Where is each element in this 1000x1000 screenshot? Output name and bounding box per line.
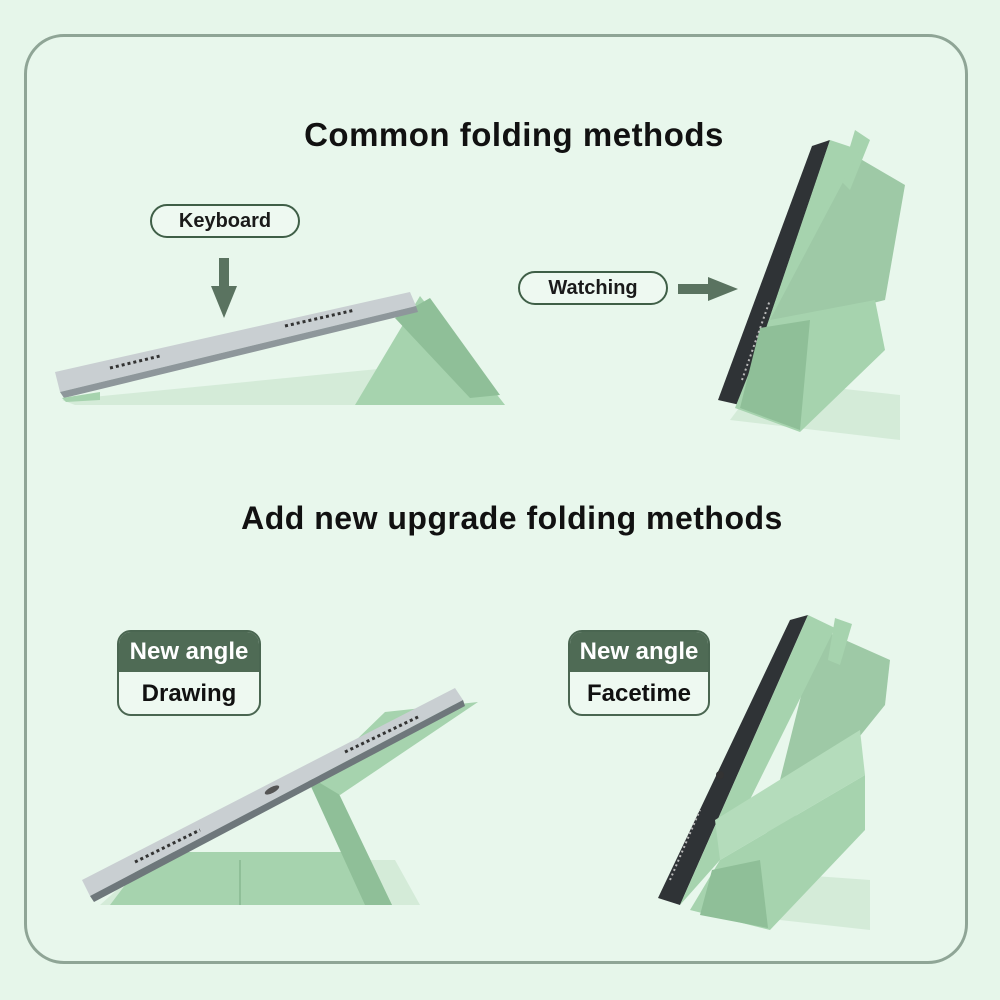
- upgrade-methods-heading: Add new upgrade folding methods: [241, 500, 783, 536]
- drawing-badge: New angle Drawing: [117, 630, 261, 716]
- drawing-mode-illustration: [82, 688, 478, 905]
- drawing-badge-title: New angle: [119, 632, 259, 672]
- down-arrow-icon: [211, 258, 237, 318]
- facetime-badge-title: New angle: [570, 632, 708, 672]
- drawing-badge-caption: Drawing: [141, 680, 237, 707]
- watching-label: Watching: [518, 271, 668, 305]
- facetime-badge: New angle Facetime: [568, 630, 710, 716]
- watching-mode-illustration: [718, 130, 905, 440]
- facetime-badge-caption: Facetime: [586, 680, 692, 707]
- common-methods-heading: Common folding methods: [304, 116, 724, 153]
- right-arrow-icon: [678, 277, 738, 301]
- keyboard-mode-illustration: [55, 292, 505, 405]
- keyboard-label: Keyboard: [150, 204, 300, 238]
- facetime-mode-illustration: [658, 615, 890, 930]
